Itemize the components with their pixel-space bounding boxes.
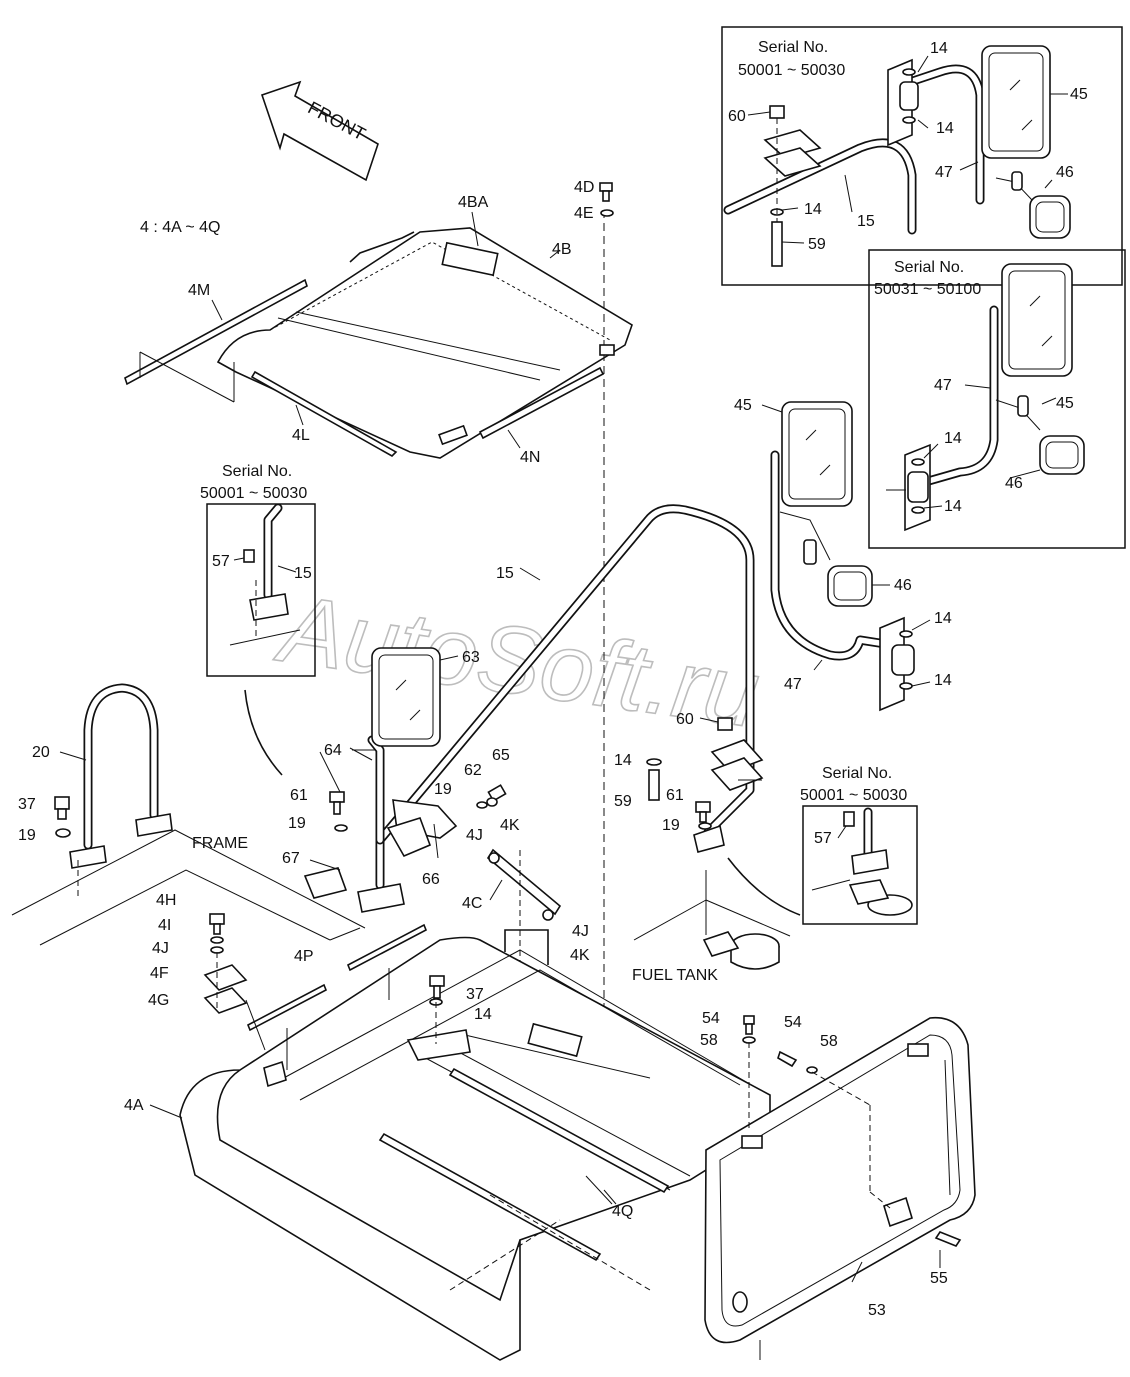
- inset-middle-right-title: Serial No.: [894, 259, 964, 276]
- callout: 15: [294, 565, 312, 582]
- callout: 14: [944, 430, 962, 447]
- callout: 4G: [148, 992, 169, 1009]
- callout: 37: [18, 796, 36, 813]
- callout: 4B: [552, 241, 572, 258]
- callout: 45: [1056, 395, 1074, 412]
- callout: 57: [814, 830, 832, 847]
- callout: 20: [32, 744, 50, 761]
- callout: 60: [728, 108, 746, 125]
- callout: 4I: [158, 917, 171, 934]
- inset-lower-right-range: 50001 ~ 50030: [800, 787, 907, 804]
- callout: 19: [288, 815, 306, 832]
- callout: 14: [930, 40, 948, 57]
- callout: 4C: [462, 895, 482, 912]
- callout: 45: [734, 397, 752, 414]
- callout: 53: [868, 1302, 886, 1319]
- callout: 60: [676, 711, 694, 728]
- callout: 55: [930, 1270, 948, 1287]
- callout: 15: [496, 565, 514, 582]
- callout: 4E: [574, 205, 594, 222]
- callout: 19: [662, 817, 680, 834]
- handrail-15: [357, 504, 755, 913]
- callouts: 14 14 60 45 47 46 14 15 59 47 45 14 46 1…: [18, 40, 1088, 1319]
- callout: 4J: [572, 923, 589, 940]
- top-panel-4b: [124, 182, 633, 1065]
- mirror-45-right: [761, 401, 931, 712]
- callout: 4L: [292, 427, 310, 444]
- callout: 45: [1070, 86, 1088, 103]
- callout: 4D: [574, 179, 594, 196]
- callout: 47: [934, 377, 952, 394]
- callout: 54: [702, 1010, 720, 1027]
- callout: 46: [894, 577, 912, 594]
- callout: 4Q: [612, 1203, 633, 1220]
- inset-top-right-title: Serial No.: [758, 39, 828, 56]
- fuel-tank-label: FUEL TANK: [632, 967, 718, 984]
- callout: 4M: [188, 282, 210, 299]
- callout: 54: [784, 1014, 802, 1031]
- callout: 4A: [124, 1097, 144, 1114]
- callout: 47: [784, 676, 802, 693]
- callout: 58: [820, 1033, 838, 1050]
- callout: 4P: [294, 948, 314, 965]
- callout: 4H: [156, 892, 176, 909]
- callout: 4F: [150, 965, 169, 982]
- callout: 47: [935, 164, 953, 181]
- inset-lower-right-title: Serial No.: [822, 765, 892, 782]
- callout: 37: [466, 986, 484, 1003]
- callout: 14: [474, 1006, 492, 1023]
- callout: 19: [434, 781, 452, 798]
- callout: 14: [614, 752, 632, 769]
- callout: 58: [700, 1032, 718, 1049]
- front-arrow: FRONT: [260, 80, 379, 182]
- callout: 61: [666, 787, 684, 804]
- callout: 4K: [500, 817, 520, 834]
- inset-middle-right-range: 50031 ~ 50100: [874, 281, 981, 298]
- callout: 14: [934, 672, 952, 689]
- mirror-63: [349, 647, 459, 845]
- callout: 59: [614, 793, 632, 810]
- callout: 14: [934, 610, 952, 627]
- side-cover-53: [704, 1015, 976, 1360]
- frame-label: FRAME: [192, 835, 248, 852]
- callout: 46: [1056, 164, 1074, 181]
- clamp-60-right: [646, 717, 764, 830]
- inset-left-title: Serial No.: [222, 463, 292, 480]
- callout: 15: [857, 213, 875, 230]
- inset-middle-right: Serial No. 50031 ~ 50100: [868, 249, 1126, 549]
- callout: 61: [290, 787, 308, 804]
- callout: 4J: [466, 827, 483, 844]
- callout: 14: [944, 498, 962, 515]
- inset-left: Serial No. 50001 ~ 50030: [200, 463, 316, 776]
- callout: 4BA: [458, 194, 489, 211]
- fuel-tank: [633, 870, 791, 970]
- assembly-note: 4 : 4A ~ 4Q: [140, 219, 221, 236]
- callout: 4K: [570, 947, 590, 964]
- callout: 14: [936, 120, 954, 137]
- callout: 4N: [520, 449, 540, 466]
- lower-cover-4a: [149, 923, 771, 1361]
- clamp-parts: [303, 749, 507, 899]
- callout: 63: [462, 649, 480, 666]
- callout: 4J: [152, 940, 169, 957]
- inset-top-right: Serial No. 50001 ~ 50030: [721, 26, 1123, 286]
- callout: 65: [492, 747, 510, 764]
- callout: 57: [212, 553, 230, 570]
- callout: 67: [282, 850, 300, 867]
- callout: 46: [1005, 475, 1023, 492]
- inset-lower-right: Serial No. 50001 ~ 50030: [727, 765, 918, 925]
- handrail-20: [54, 683, 173, 900]
- callout: 66: [422, 871, 440, 888]
- callout: 19: [18, 827, 36, 844]
- inset-left-range: 50001 ~ 50030: [200, 485, 307, 502]
- inset-top-right-range: 50001 ~ 50030: [738, 62, 845, 79]
- callout: 59: [808, 236, 826, 253]
- callout: 62: [464, 762, 482, 779]
- callout: 64: [324, 742, 342, 759]
- hinge-parts: [203, 913, 266, 1051]
- frame-outline: [11, 829, 366, 946]
- callout: 14: [804, 201, 822, 218]
